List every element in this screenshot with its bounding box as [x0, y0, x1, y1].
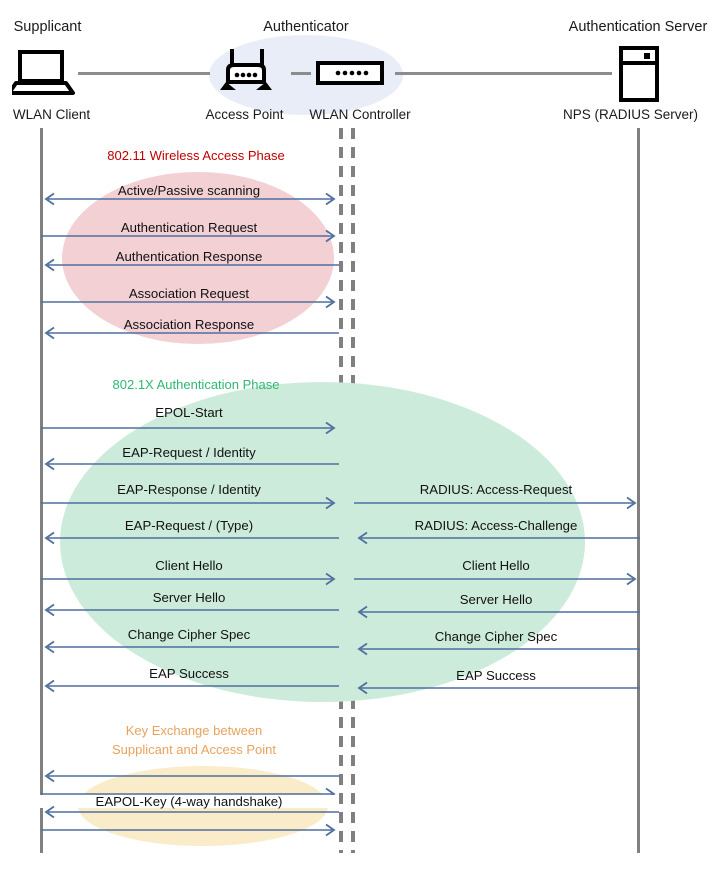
phase-caption-key-exchange-line-1: Key Exchange between — [125, 723, 263, 738]
message-arrow-left-8 — [40, 531, 340, 545]
phase-80211-ellipse — [62, 172, 334, 344]
message-label-left-6: EAP-Request / Identity — [122, 445, 256, 460]
message-label-left-7: EAP-Response / Identity — [117, 482, 261, 497]
message-arrow-left-6 — [40, 457, 340, 471]
message-arrow-right-0 — [353, 496, 641, 510]
message-label-left-0: Active/Passive scanning — [117, 183, 261, 198]
phase-caption-8021x: 802.1X Authentication Phase — [60, 376, 332, 395]
message-arrow-left-1 — [40, 229, 340, 243]
message-label-right-0: RADIUS: Access-Request — [419, 482, 573, 497]
message-arrow-left-2 — [40, 258, 340, 272]
message-arrow-left-13 — [40, 769, 340, 783]
phase-caption-key-exchange-line-2: Supplicant and Access Point — [111, 741, 277, 757]
message-arrow-right-4 — [353, 642, 641, 656]
actor-device-wlan-client: WLAN Client — [12, 107, 91, 122]
actor-role-supplicant: Supplicant — [13, 19, 82, 35]
message-label-left-8: EAP-Request / (Type) — [124, 518, 254, 533]
message-label-right-1: RADIUS: Access-Challenge — [414, 518, 578, 533]
message-label-left-9: Client Hello — [155, 558, 223, 573]
message-arrow-left-10 — [40, 603, 340, 617]
message-arrow-right-3 — [353, 605, 641, 619]
message-label-left-5: EPOL-Start — [155, 405, 223, 420]
message-arrow-left-0 — [40, 192, 340, 206]
message-arrow-right-1 — [353, 531, 641, 545]
message-label-right-4: Change Cipher Spec — [434, 629, 558, 644]
network-switch-icon — [316, 61, 384, 85]
message-arrow-left-5 — [40, 421, 340, 435]
message-arrow-left-16 — [40, 823, 340, 837]
wire-client-to-ap — [78, 72, 210, 75]
lifeline-auth-server — [637, 128, 640, 853]
message-arrow-left-3 — [40, 295, 340, 309]
wireless-access-point-icon — [216, 48, 276, 98]
lifeline-supplicant — [40, 128, 43, 853]
message-label-left-11: Change Cipher Spec — [127, 627, 251, 642]
message-label-left-1: Authentication Request — [120, 220, 258, 235]
message-arrow-left-7 — [40, 496, 340, 510]
laptop-icon — [12, 50, 76, 96]
message-label-left-3: Association Request — [128, 286, 250, 301]
message-arrow-left-15 — [40, 805, 340, 819]
actor-device-wlan-controller: WLAN Controller — [309, 107, 411, 122]
actor-role-authenticator: Authenticator — [263, 19, 349, 35]
server-rack-icon — [618, 46, 660, 102]
phase-caption-80211-line-1: 802.11 Wireless Access Phase — [107, 148, 285, 163]
actor-device-nps: NPS (RADIUS Server) — [562, 107, 699, 122]
phase-caption-key-exchange: Key Exchange between Supplicant and Acce… — [58, 722, 330, 760]
phase-caption-8021x-line-1: 802.1X Authentication Phase — [112, 377, 280, 392]
actor-role-auth-server: Authentication Server — [568, 19, 708, 35]
message-arrow-left-12 — [40, 679, 340, 693]
message-label-left-15: EAPOL-Key (4-way handshake) — [40, 795, 338, 809]
message-arrow-left-4 — [40, 326, 340, 340]
message-arrow-left-9 — [40, 572, 340, 586]
actor-device-access-point: Access Point — [205, 107, 284, 122]
message-arrow-left-11 — [40, 640, 340, 654]
message-arrow-right-2 — [353, 572, 641, 586]
message-arrow-right-5 — [353, 681, 641, 695]
wire-controller-to-nps — [395, 72, 612, 75]
phase-caption-80211: 802.11 Wireless Access Phase — [60, 147, 332, 166]
message-label-left-2: Authentication Response — [115, 249, 263, 264]
message-label-right-3: Server Hello — [459, 592, 533, 607]
message-label-left-12: EAP Success — [149, 666, 229, 681]
message-label-left-10: Server Hello — [152, 590, 226, 605]
wire-ap-to-controller — [291, 72, 311, 75]
message-label-right-5: EAP Success — [456, 668, 536, 683]
message-label-right-2: Client Hello — [462, 558, 530, 573]
message-label-left-4: Association Response — [123, 317, 255, 332]
